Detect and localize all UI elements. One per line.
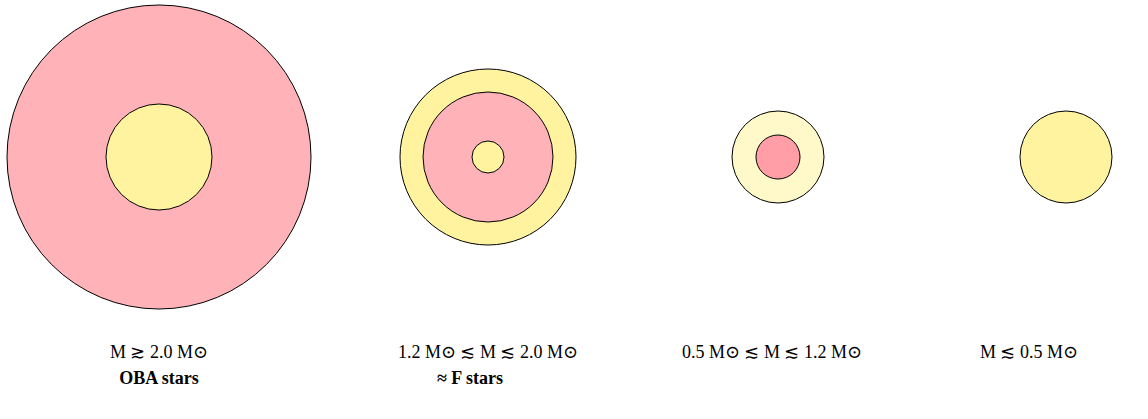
mass-range: M ≳ 2.0 M⊙ xyxy=(110,342,208,364)
convective-envelope xyxy=(7,5,311,309)
radiative-core xyxy=(106,104,212,210)
convective-core xyxy=(756,135,800,179)
mass-range: M ≲ 0.5 M⊙ xyxy=(980,342,1078,364)
radiative-envelope xyxy=(400,69,576,245)
fully-convective-star xyxy=(1020,111,1112,203)
mass-range: 1.2 M⊙ ≲ M ≲ 2.0 M⊙ xyxy=(398,342,578,364)
convective-shell xyxy=(423,92,553,222)
mass-range: 0.5 M⊙ ≲ M ≲ 1.2 M⊙ xyxy=(682,342,862,364)
radiative-envelope xyxy=(732,111,824,203)
radiative-core xyxy=(472,141,504,173)
spectral-class: ≈ F stars xyxy=(437,368,503,390)
spectral-class: OBA stars xyxy=(119,368,199,390)
